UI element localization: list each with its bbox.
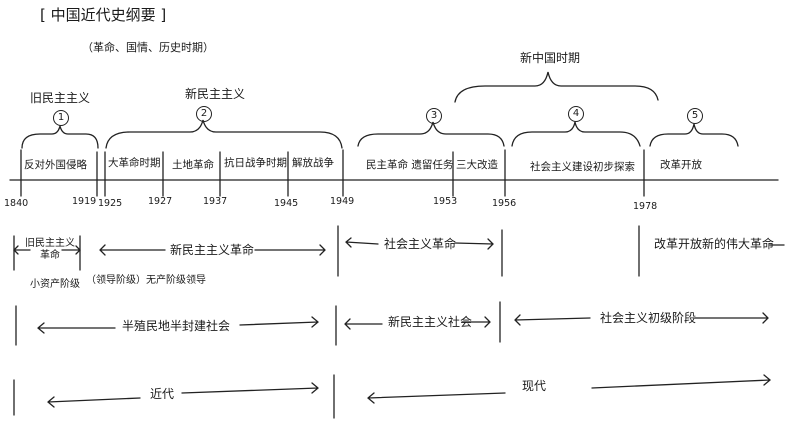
- year-1919: 1919: [72, 196, 97, 207]
- revolution-socialist: 社会主义革命: [384, 237, 457, 251]
- period-number-4: 4: [568, 106, 584, 122]
- revolution-row-lines: [13, 225, 785, 277]
- era-row-lines: [13, 374, 772, 419]
- segment-label-2: 大革命时期: [108, 157, 161, 169]
- year-1978: 1978: [633, 201, 658, 212]
- period-number-5: 5: [687, 108, 703, 124]
- period-number-1: 1: [53, 110, 69, 126]
- brace-period-4: [511, 121, 641, 147]
- year-1925: 1925: [98, 198, 123, 209]
- era-contemporary: 现代: [522, 379, 547, 393]
- note-proletariat: 无产阶级领导: [146, 275, 206, 286]
- note-petty-bourgeois: 小资产阶级: [30, 279, 80, 290]
- group-new-democratic: 新民主主义: [185, 87, 246, 101]
- brace-period-5: [649, 123, 739, 147]
- society-primary-stage: 社会主义初级阶段: [600, 311, 697, 325]
- segment-label-7: 三大改造: [456, 159, 498, 171]
- period-number-3: 3: [426, 108, 442, 124]
- segment-dividers: [20, 149, 645, 197]
- revolution-reform: 改革开放新的伟大革命: [654, 237, 775, 251]
- era-modern: 近代: [150, 387, 175, 401]
- brace-period-1: [21, 125, 99, 149]
- year-1945: 1945: [274, 198, 299, 209]
- segment-label-3: 土地革命: [172, 159, 214, 171]
- segment-label-5: 解放战争: [292, 157, 334, 169]
- year-1937: 1937: [203, 196, 228, 207]
- society-new-democratic: 新民主主义社会: [388, 315, 473, 329]
- segment-label-4: 抗日战争时期: [224, 157, 287, 169]
- revolution-new-democratic: 新民主主义革命: [170, 243, 255, 257]
- group-old-democratic: 旧民主主义: [30, 91, 91, 105]
- year-1949: 1949: [330, 196, 355, 207]
- year-1840: 1840: [4, 198, 29, 209]
- segment-label-1: 反对外国侵略: [24, 159, 87, 171]
- year-1953: 1953: [433, 196, 458, 207]
- year-1927: 1927: [148, 196, 173, 207]
- segment-label-8: 社会主义建设初步探索: [530, 161, 635, 173]
- brace-period-3: [357, 121, 505, 147]
- year-1956: 1956: [492, 198, 517, 209]
- brace-new-china: [454, 71, 659, 103]
- revolution-old-democratic: 旧民主主义革命: [25, 238, 75, 261]
- group-new-china: 新中国时期: [520, 51, 581, 65]
- segment-label-6: 民主革命 遗留任务: [366, 159, 454, 171]
- page-subtitle: （革命、国情、历史时期）: [82, 41, 214, 54]
- note-leading-class: （领导阶级）: [86, 275, 146, 286]
- page-title: [ 中国近代史纲要 ]: [40, 6, 167, 24]
- brace-period-2: [105, 119, 343, 149]
- society-semi-colonial: 半殖民地半封建社会: [122, 319, 231, 333]
- segment-label-9: 改革开放: [660, 159, 702, 171]
- period-number-2: 2: [196, 106, 212, 122]
- society-row-lines: [15, 301, 769, 346]
